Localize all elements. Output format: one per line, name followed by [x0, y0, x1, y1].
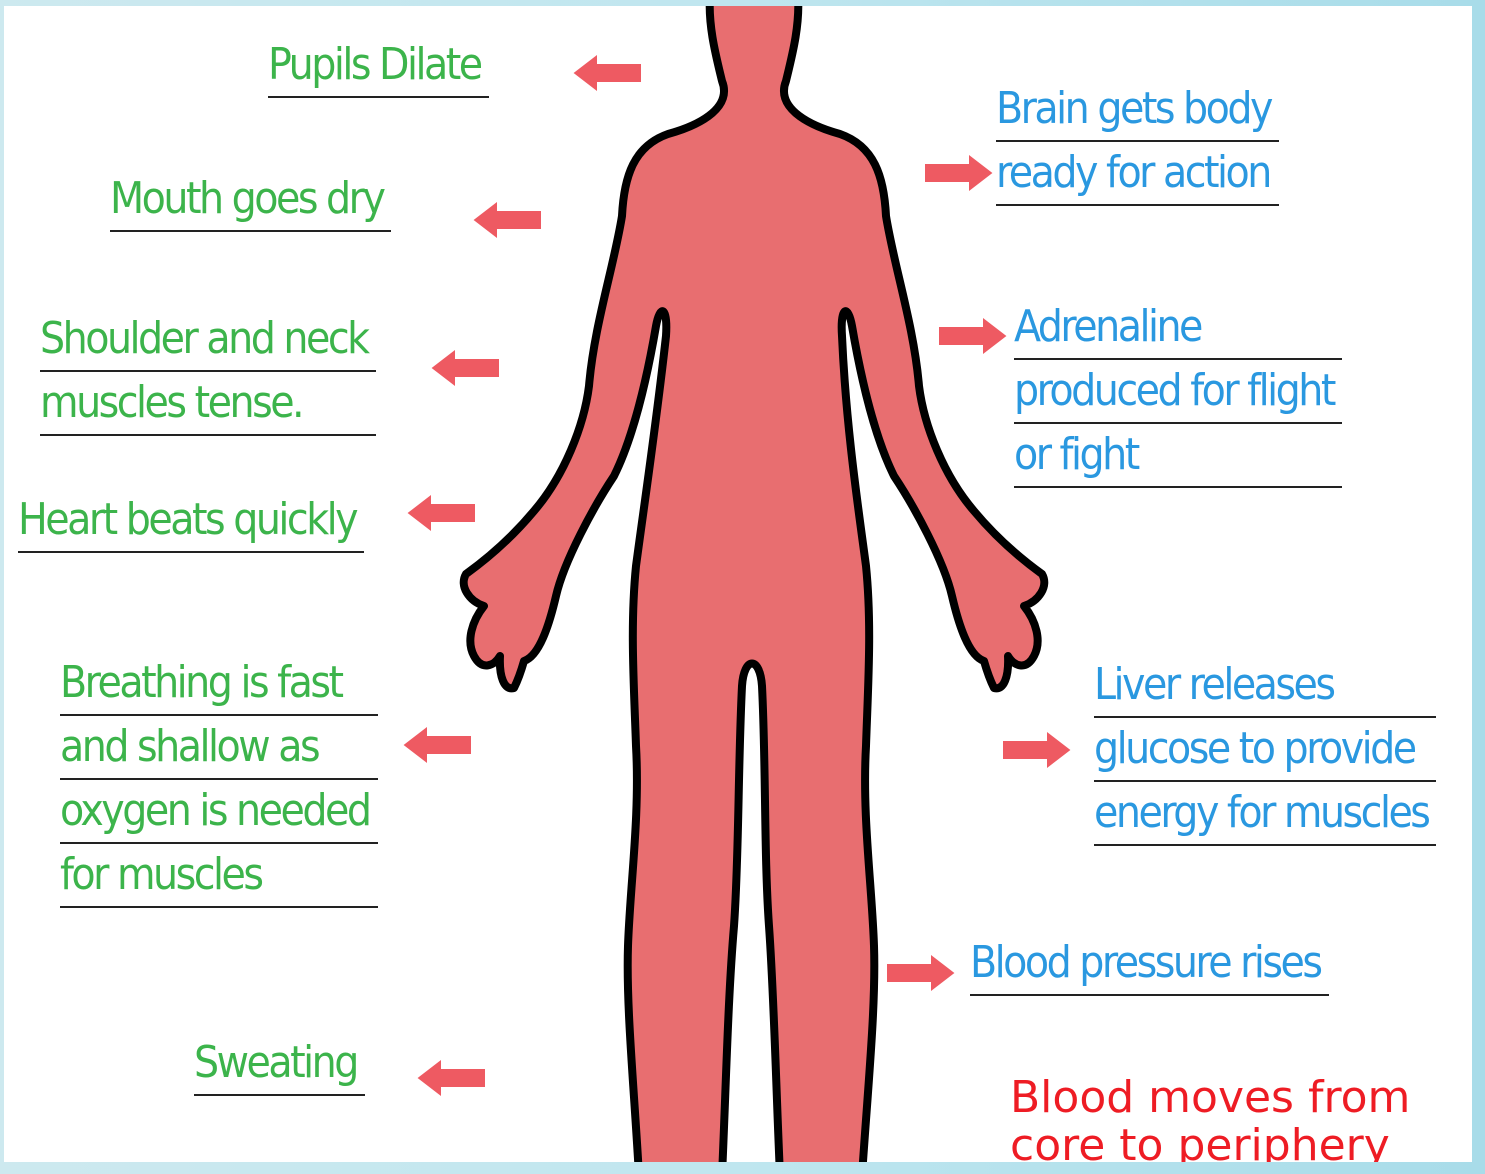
arrow-right-icon: [922, 151, 996, 195]
arrow-left-icon: [414, 1056, 488, 1100]
label-pupils: Pupils Dilate: [268, 34, 489, 98]
label-adrenaline-line: produced for flight: [1014, 360, 1342, 424]
label-adrenaline-line: or fight: [1014, 424, 1342, 488]
label-sweating: Sweating: [194, 1032, 365, 1096]
label-blood-pressure-line: Blood pressure rises: [970, 932, 1329, 996]
label-shoulder-line: Shoulder and neck: [40, 308, 376, 372]
label-breathing-line: and shallow as: [60, 716, 378, 780]
label-liver-line: glucose to provide: [1094, 718, 1436, 782]
arrow-left-icon: [400, 723, 474, 767]
label-heart-line: Heart beats quickly: [18, 489, 364, 553]
label-adrenaline-line: Adrenaline: [1014, 296, 1342, 360]
label-breathing-line: oxygen is needed: [60, 780, 378, 844]
label-breathing-line: Breathing is fast: [60, 652, 378, 716]
label-shoulder-line: muscles tense.: [40, 372, 376, 436]
label-sweating-line: Sweating: [194, 1032, 365, 1096]
arrow-left-icon: [470, 198, 544, 242]
label-breathing-line: for muscles: [60, 844, 378, 908]
footnote: Blood moves from core to periphery: [1010, 1074, 1410, 1162]
label-heart: Heart beats quickly: [18, 489, 364, 553]
arrow-left-icon: [404, 491, 478, 535]
label-pupils-line: Pupils Dilate: [268, 34, 489, 98]
arrow-right-icon: [1000, 728, 1074, 772]
label-mouth: Mouth goes dry: [110, 168, 391, 232]
arrow-right-icon: [936, 314, 1010, 358]
label-liver-line: Liver releases: [1094, 654, 1436, 718]
label-mouth-line: Mouth goes dry: [110, 168, 391, 232]
arrow-right-icon: [884, 951, 958, 995]
label-liver-line: energy for muscles: [1094, 782, 1436, 846]
label-brain-line: ready for action: [996, 142, 1279, 206]
footnote-line-1: Blood moves from: [1010, 1074, 1410, 1122]
arrow-left-icon: [570, 51, 644, 95]
label-blood-pressure: Blood pressure rises: [970, 932, 1329, 996]
footnote-line-2: core to periphery: [1010, 1122, 1410, 1162]
label-brain-line: Brain gets body: [996, 78, 1279, 142]
arrow-left-icon: [428, 346, 502, 390]
